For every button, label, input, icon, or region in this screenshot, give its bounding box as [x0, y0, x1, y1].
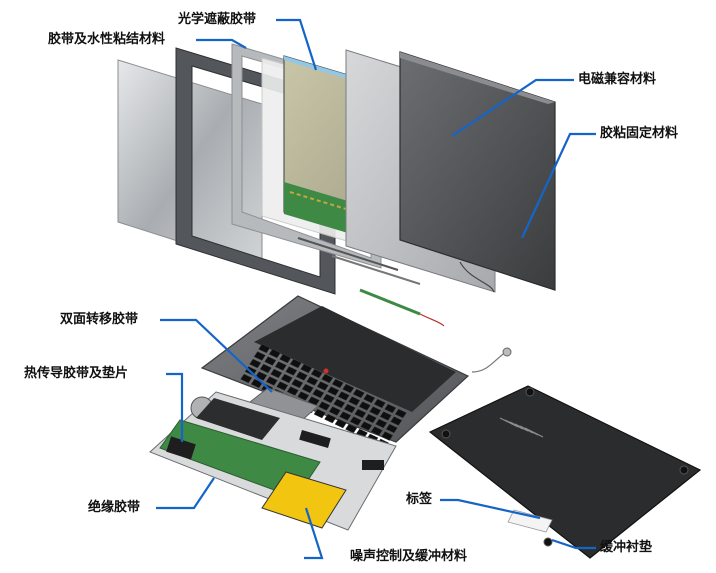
keyboard-key [379, 411, 392, 421]
keyboard-key [360, 421, 373, 431]
keyboard-key [385, 423, 398, 434]
keyboard-key [318, 401, 331, 411]
callout-line-thermal [166, 372, 184, 442]
keyboard-key [321, 373, 334, 384]
keyboard-key [390, 416, 403, 426]
keyboard-key [268, 348, 281, 359]
label-insulating-tape: 绝缘胶带 [88, 500, 141, 515]
keyboard-key [358, 401, 371, 411]
keyboard-key [306, 376, 319, 386]
keyboard-key [259, 363, 272, 374]
bottom-cover [428, 385, 702, 559]
keyboard-key [369, 406, 382, 416]
keyboard-key [285, 366, 298, 376]
keyboard-key [240, 373, 253, 384]
callout-lines [156, 18, 596, 560]
label-thermal-tape-pads: 热传导胶带及垫片 [24, 366, 129, 381]
keyboard-key [352, 388, 365, 399]
keyboard-key [297, 391, 310, 401]
label-tape-waterproof-adhesive: 胶带及水性粘结材料 [48, 32, 166, 47]
keyboard-key [264, 356, 277, 366]
keyboard-key [348, 396, 361, 406]
label-label: 标签 [406, 492, 433, 507]
keyboard-key [265, 376, 278, 386]
vent-slot [524, 427, 544, 438]
callout-line-emc [451, 78, 574, 137]
keyboard-key [328, 406, 341, 416]
keyboard-key [300, 363, 313, 374]
keyboard-key [339, 411, 352, 421]
keyboard-key [349, 416, 362, 426]
keyboard-key [274, 361, 287, 371]
keyboard-key [310, 368, 323, 379]
keyboard-key [301, 383, 314, 394]
keyboard-key [249, 358, 262, 369]
keyboard-key [333, 398, 346, 409]
callout-line-optical-shading [276, 18, 318, 71]
keyboard-key [276, 381, 289, 391]
callout-line-cushion [551, 538, 596, 550]
keyboard-key [280, 373, 293, 384]
callout-line-insulating [156, 477, 215, 510]
lid-cover [399, 51, 556, 291]
vent-holes [499, 417, 544, 438]
keyboard-key [258, 343, 271, 354]
keyboard-key [364, 413, 377, 424]
keyboard-key [384, 403, 397, 414]
keyboard-key [354, 408, 367, 419]
keyboard-key [313, 408, 326, 419]
label-noise-control-cushion: 噪声控制及缓冲材料 [350, 549, 468, 564]
keyboard-key [295, 371, 308, 381]
label-emc-material: 电磁兼容材料 [578, 72, 657, 87]
keyboard-key [370, 426, 383, 436]
keyboard-key [253, 351, 266, 361]
cable-strips [297, 237, 445, 327]
keyboard-key [322, 393, 335, 404]
keyboard-key [343, 403, 356, 414]
callout-line-tape-adhesive [196, 38, 247, 49]
callout-line-double-sided [160, 318, 273, 393]
keyboard-key [270, 368, 283, 379]
keyboard-key [316, 381, 329, 391]
keyboard-key [334, 418, 347, 429]
keyboard-key [291, 378, 304, 389]
callout-line-noise-control [304, 507, 324, 560]
keyboard-key [375, 418, 388, 429]
motherboard [149, 391, 397, 531]
callout-line-label [440, 498, 541, 520]
keyboard-key [394, 408, 407, 419]
label-adhesive-fixing-material: 胶粘固定材料 [600, 126, 679, 141]
keyboard-key [289, 358, 302, 369]
keyboard-key [342, 383, 355, 394]
keyboard-key [363, 393, 376, 404]
keyboard-key [373, 398, 386, 409]
keyboard-key [255, 371, 268, 381]
keyboard-key [327, 386, 340, 396]
keyboard-key [324, 413, 337, 424]
callout-line-adhesive-fixing [521, 132, 596, 239]
keyboard-key [331, 378, 344, 389]
label-optical-shading-tape: 光学遮蔽胶带 [178, 12, 257, 27]
keyboard-key [286, 386, 299, 396]
keyboard-key [381, 431, 394, 441]
keyboard-key [312, 388, 325, 399]
keyboard-key [337, 391, 350, 401]
label-cushion-pad: 缓冲衬垫 [600, 540, 653, 555]
keyboard-key [279, 353, 292, 364]
label-double-sided-transfer-tape: 双面转移胶带 [60, 312, 139, 327]
